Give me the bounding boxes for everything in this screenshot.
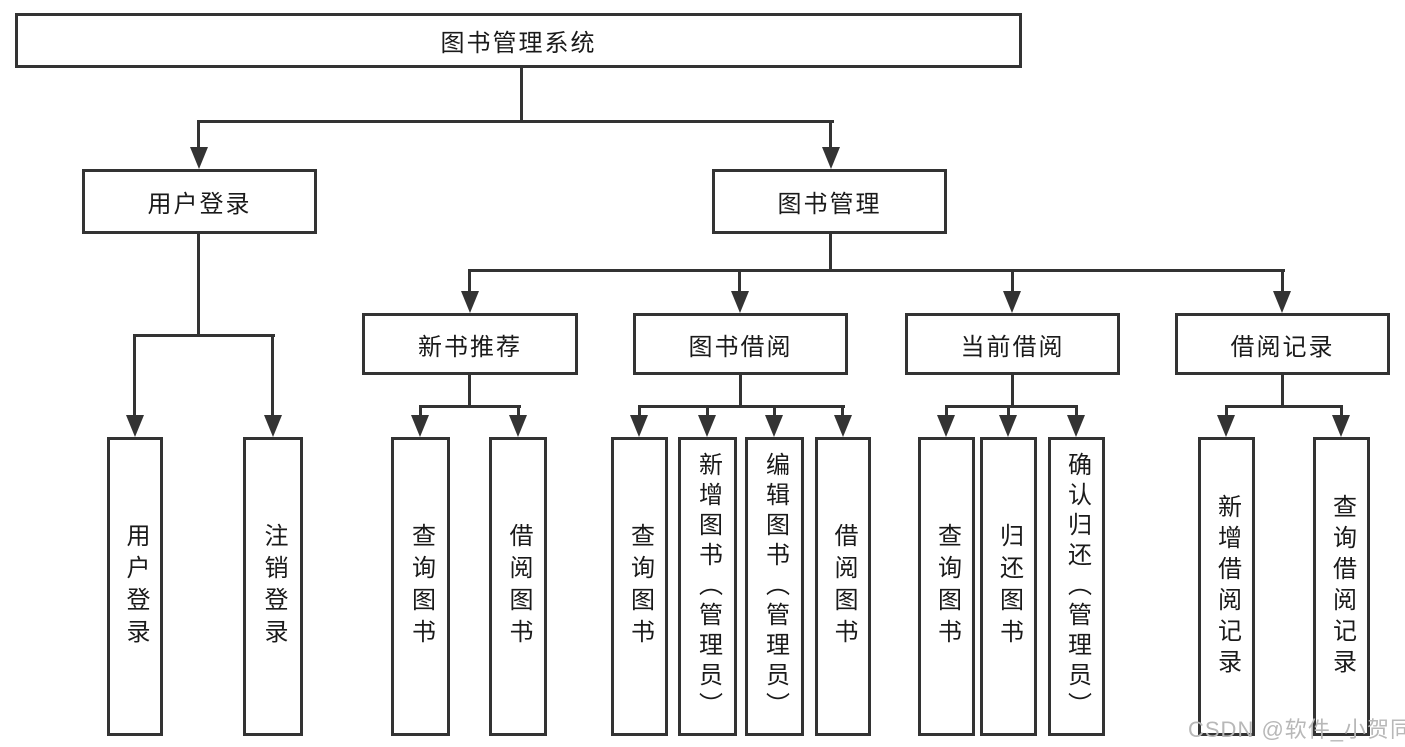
leaf-cb-query-books: 查询图书 <box>918 437 975 736</box>
node-book-management-label: 图书管理 <box>777 191 882 218</box>
arrowhead-logout <box>264 415 282 437</box>
arrowhead-bb-add <box>698 415 716 437</box>
arrowhead-new-book <box>461 291 479 313</box>
connector-drop-new-book <box>468 269 471 291</box>
node-root-label: 图书管理系统 <box>440 30 597 57</box>
connector-bookborrow-stem <box>739 375 742 407</box>
arrowhead-br-query <box>1332 415 1350 437</box>
leaf-bb-borrow-books: 借阅图书 <box>815 437 871 736</box>
connector-drop-current-borrow <box>1011 269 1014 291</box>
node-borrow-records-label: 借阅记录 <box>1230 333 1335 361</box>
connector-drop-bb-add <box>706 405 709 415</box>
connector-drop-bb-edit <box>773 405 776 415</box>
leaf-br-add-record: 新增借阅记录 <box>1198 437 1255 736</box>
arrowhead-bb-edit <box>765 415 783 437</box>
leaf-nb-query-books-label: 查询图书 <box>407 522 435 651</box>
connector-drop-book-management <box>829 120 832 147</box>
connector-bookmgmt-stem <box>829 234 832 272</box>
node-new-book-recommend: 新书推荐 <box>362 313 578 375</box>
leaf-logout-label: 注销登录 <box>260 522 287 651</box>
connector-drop-nb-query <box>419 405 422 415</box>
arrowhead-user-login <box>190 147 208 169</box>
connector-drop-cb-confirm <box>1075 405 1078 415</box>
connector-currentborrow-stem <box>1011 375 1014 407</box>
arrowhead-cb-confirm <box>1067 415 1085 437</box>
leaf-nb-borrow-books-label: 借阅图书 <box>505 522 532 651</box>
leaf-cb-query-books-label: 查询图书 <box>933 522 961 651</box>
node-current-borrow-label: 当前借阅 <box>960 333 1065 361</box>
leaf-br-query-record-label: 查询借阅记录 <box>1328 493 1356 680</box>
leaf-user-login-label: 用户登录 <box>122 522 149 651</box>
connector-drop-br-add <box>1225 405 1228 415</box>
node-root: 图书管理系统 <box>15 13 1022 68</box>
leaf-user-login: 用户登录 <box>107 437 163 736</box>
node-book-borrow: 图书借阅 <box>633 313 848 375</box>
connector-root-rail <box>197 120 834 123</box>
arrowhead-nb-query <box>411 415 429 437</box>
node-book-borrow-label: 图书借阅 <box>688 333 793 361</box>
leaf-bb-query-books: 查询图书 <box>611 437 668 736</box>
connector-drop-user-login <box>197 120 200 147</box>
arrowhead-bb-borrow <box>834 415 852 437</box>
leaf-br-add-record-label: 新增借阅记录 <box>1213 493 1241 680</box>
connector-bookmgmt-rail <box>468 269 1285 272</box>
leaf-bb-add-books-label: 新增图书（管理员） <box>694 451 722 722</box>
connector-newbook-rail <box>419 405 521 408</box>
connector-drop-bb-borrow <box>841 405 844 415</box>
leaf-logout: 注销登录 <box>243 437 303 736</box>
node-user-login-label: 用户登录 <box>147 191 252 218</box>
arrowhead-current-borrow <box>1003 291 1021 313</box>
leaf-bb-query-books-label: 查询图书 <box>626 522 654 651</box>
connector-root-stem <box>520 66 523 122</box>
connector-drop-logout <box>271 334 274 415</box>
connector-drop-cb-return <box>1007 405 1010 415</box>
arrowhead-nb-borrow <box>509 415 527 437</box>
leaf-cb-return-books-label: 归还图书 <box>995 522 1023 651</box>
leaf-cb-confirm-return: 确认归还（管理员） <box>1048 437 1105 736</box>
leaf-cb-confirm-return-label: 确认归还（管理员） <box>1063 451 1091 722</box>
node-current-borrow: 当前借阅 <box>905 313 1120 375</box>
leaf-nb-query-books: 查询图书 <box>391 437 450 736</box>
leaf-br-query-record: 查询借阅记录 <box>1313 437 1370 736</box>
connector-drop-login <box>133 334 136 415</box>
connector-drop-borrow-records <box>1281 269 1284 291</box>
leaf-bb-edit-books: 编辑图书（管理员） <box>745 437 804 736</box>
leaf-bb-edit-books-label: 编辑图书（管理员） <box>761 451 789 722</box>
connector-userlogin-rail <box>133 334 275 337</box>
node-book-management: 图书管理 <box>712 169 947 234</box>
connector-bookborrow-rail <box>638 405 845 408</box>
connector-newbook-stem <box>468 375 471 407</box>
connector-userlogin-stem <box>197 234 200 337</box>
connector-drop-book-borrow <box>738 269 741 291</box>
connector-drop-cb-query <box>945 405 948 415</box>
arrowhead-bb-query <box>630 415 648 437</box>
node-new-book-recommend-label: 新书推荐 <box>418 333 522 361</box>
arrowhead-cb-query <box>937 415 955 437</box>
leaf-bb-borrow-books-label: 借阅图书 <box>830 522 857 651</box>
node-borrow-records: 借阅记录 <box>1175 313 1390 375</box>
connector-drop-br-query <box>1340 405 1343 415</box>
connector-currentborrow-rail <box>945 405 1078 408</box>
leaf-bb-add-books: 新增图书（管理员） <box>678 437 737 736</box>
arrowhead-borrow-records <box>1273 291 1291 313</box>
node-user-login: 用户登录 <box>82 169 317 234</box>
arrowhead-cb-return <box>999 415 1017 437</box>
arrowhead-br-add <box>1217 415 1235 437</box>
leaf-nb-borrow-books: 借阅图书 <box>489 437 547 736</box>
arrowhead-book-management <box>822 147 840 169</box>
leaf-cb-return-books: 归还图书 <box>980 437 1037 736</box>
arrowhead-book-borrow <box>731 291 749 313</box>
connector-drop-nb-borrow <box>517 405 520 415</box>
arrowhead-login <box>126 415 144 437</box>
connector-drop-bb-query <box>638 405 641 415</box>
csdn-watermark: CSDN @软件_小贺同学 <box>1188 717 1405 742</box>
connector-records-rail <box>1225 405 1343 408</box>
connector-records-stem <box>1281 375 1284 407</box>
